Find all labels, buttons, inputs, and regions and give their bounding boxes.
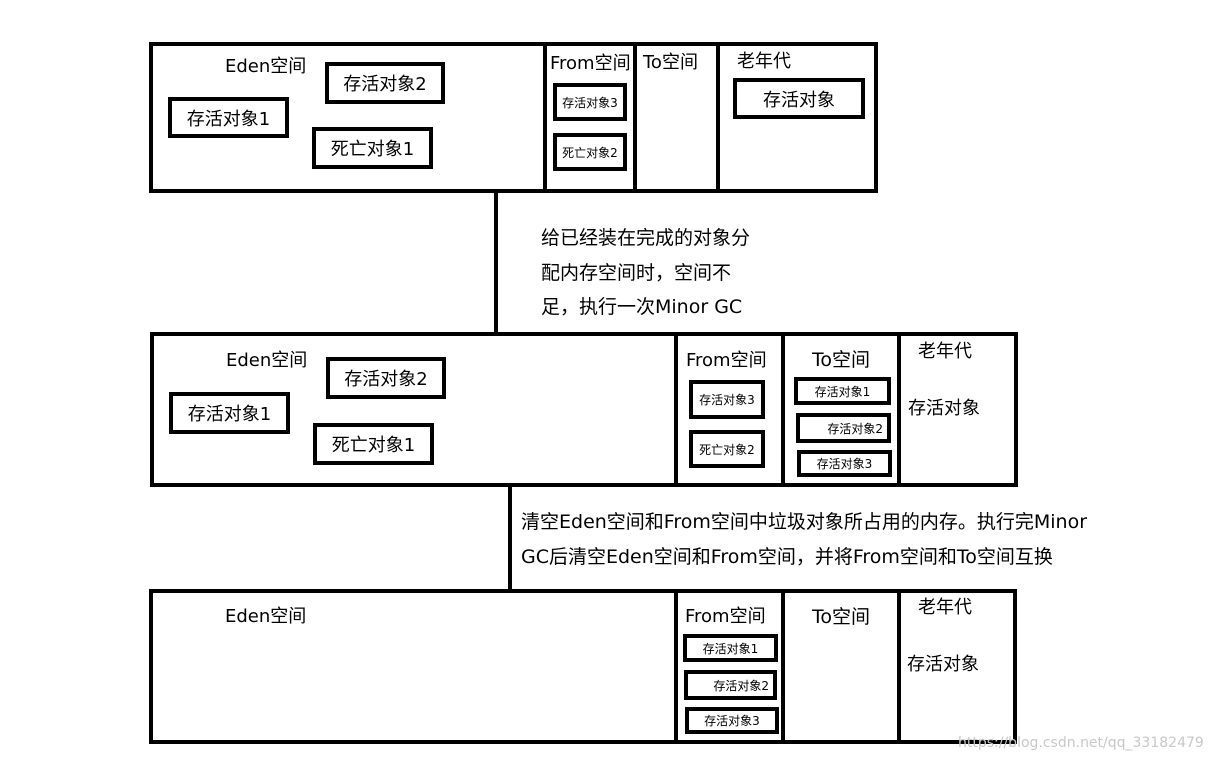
- stage3-divider-to-old: [897, 589, 901, 744]
- stage3-to-label: To空间: [812, 606, 871, 628]
- minor-gc-result-note-line: GC后清空Eden空间和From空间，并将From空间和To空间互换: [521, 546, 1053, 568]
- stage2-from-object: 存活对象3: [689, 380, 765, 419]
- minor-gc-trigger-note-line: 足，执行一次Minor GC: [541, 296, 743, 318]
- stage2-from-object: 死亡对象2: [689, 430, 765, 468]
- stage1-to-label: To空间: [643, 52, 698, 73]
- stage2-old-label: 老年代: [918, 341, 972, 362]
- stage3-from-label: From空间: [685, 606, 766, 627]
- stage3-from-object: 存活对象3: [685, 707, 779, 734]
- stage1-from-label: From空间: [550, 53, 631, 74]
- stage3-from-object: 存活对象2: [684, 670, 777, 700]
- stage2-divider-from-to: [781, 332, 785, 487]
- stage2-to-object: 存活对象3: [797, 450, 892, 477]
- stage3-divider-from-to: [781, 589, 785, 744]
- connector-2: [508, 487, 512, 590]
- stage1-divider-eden-from: [543, 42, 547, 193]
- stage2-to-object: 存活对象2: [796, 413, 891, 443]
- stage1-eden-object: 死亡对象1: [312, 127, 433, 169]
- stage2-eden-object: 存活对象2: [326, 357, 446, 399]
- stage2-heap: [150, 332, 1018, 487]
- stage2-eden-label: Eden空间: [226, 350, 308, 371]
- minor-gc-result-note-line: 清空Eden空间和From空间中垃圾对象所占用的内存。执行完Minor: [521, 511, 1088, 533]
- stage2-eden-object: 存活对象1: [169, 392, 290, 434]
- stage1-eden-label: Eden空间: [225, 56, 307, 77]
- stage3-eden-label: Eden空间: [225, 606, 307, 627]
- stage3-heap: [149, 589, 1017, 744]
- watermark: https://blog.csdn.net/qq_33182479: [958, 735, 1204, 751]
- stage3-divider-eden-from: [674, 589, 678, 744]
- stage1-old-object: 存活对象: [733, 78, 865, 119]
- stage2-old-text: 存活对象: [908, 398, 980, 419]
- stage1-from-object: 死亡对象2: [553, 133, 627, 171]
- stage2-eden-object: 死亡对象1: [313, 423, 434, 465]
- connector-1: [494, 193, 498, 333]
- stage1-eden-object: 存活对象2: [325, 62, 445, 104]
- stage1-divider-to-old: [716, 42, 720, 193]
- stage2-divider-to-old: [897, 332, 901, 487]
- minor-gc-trigger-note-line: 给已经装在完成的对象分: [541, 227, 751, 249]
- stage3-old-label: 老年代: [918, 597, 972, 618]
- stage2-to-label: To空间: [812, 349, 871, 371]
- stage1-from-object: 存活对象3: [553, 83, 627, 121]
- stage3-from-object: 存活对象1: [683, 634, 778, 662]
- stage1-old-label: 老年代: [737, 51, 791, 72]
- stage2-divider-eden-from: [674, 332, 678, 487]
- minor-gc-trigger-note-line: 配内存空间时，空间不: [541, 262, 732, 284]
- stage1-eden-object: 存活对象1: [168, 97, 289, 138]
- stage2-to-object: 存活对象1: [794, 377, 891, 405]
- stage3-old-text: 存活对象: [907, 654, 979, 675]
- stage1-divider-from-to: [633, 42, 637, 193]
- stage2-from-label: From空间: [686, 350, 767, 371]
